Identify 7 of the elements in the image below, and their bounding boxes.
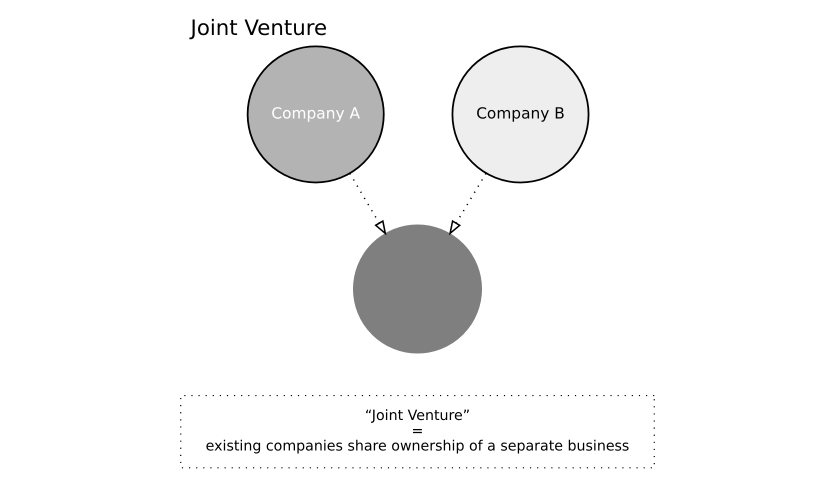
arrow (348, 173, 386, 236)
node-box: “Joint Venture” = existing companies share ownership of a separate business (180, 394, 654, 468)
node-circle (352, 224, 482, 354)
diagram-title: Joint Venture (190, 16, 327, 41)
node-circle: Company B (451, 45, 589, 184)
arrow (448, 173, 486, 236)
node-circle: Company A (246, 45, 384, 184)
